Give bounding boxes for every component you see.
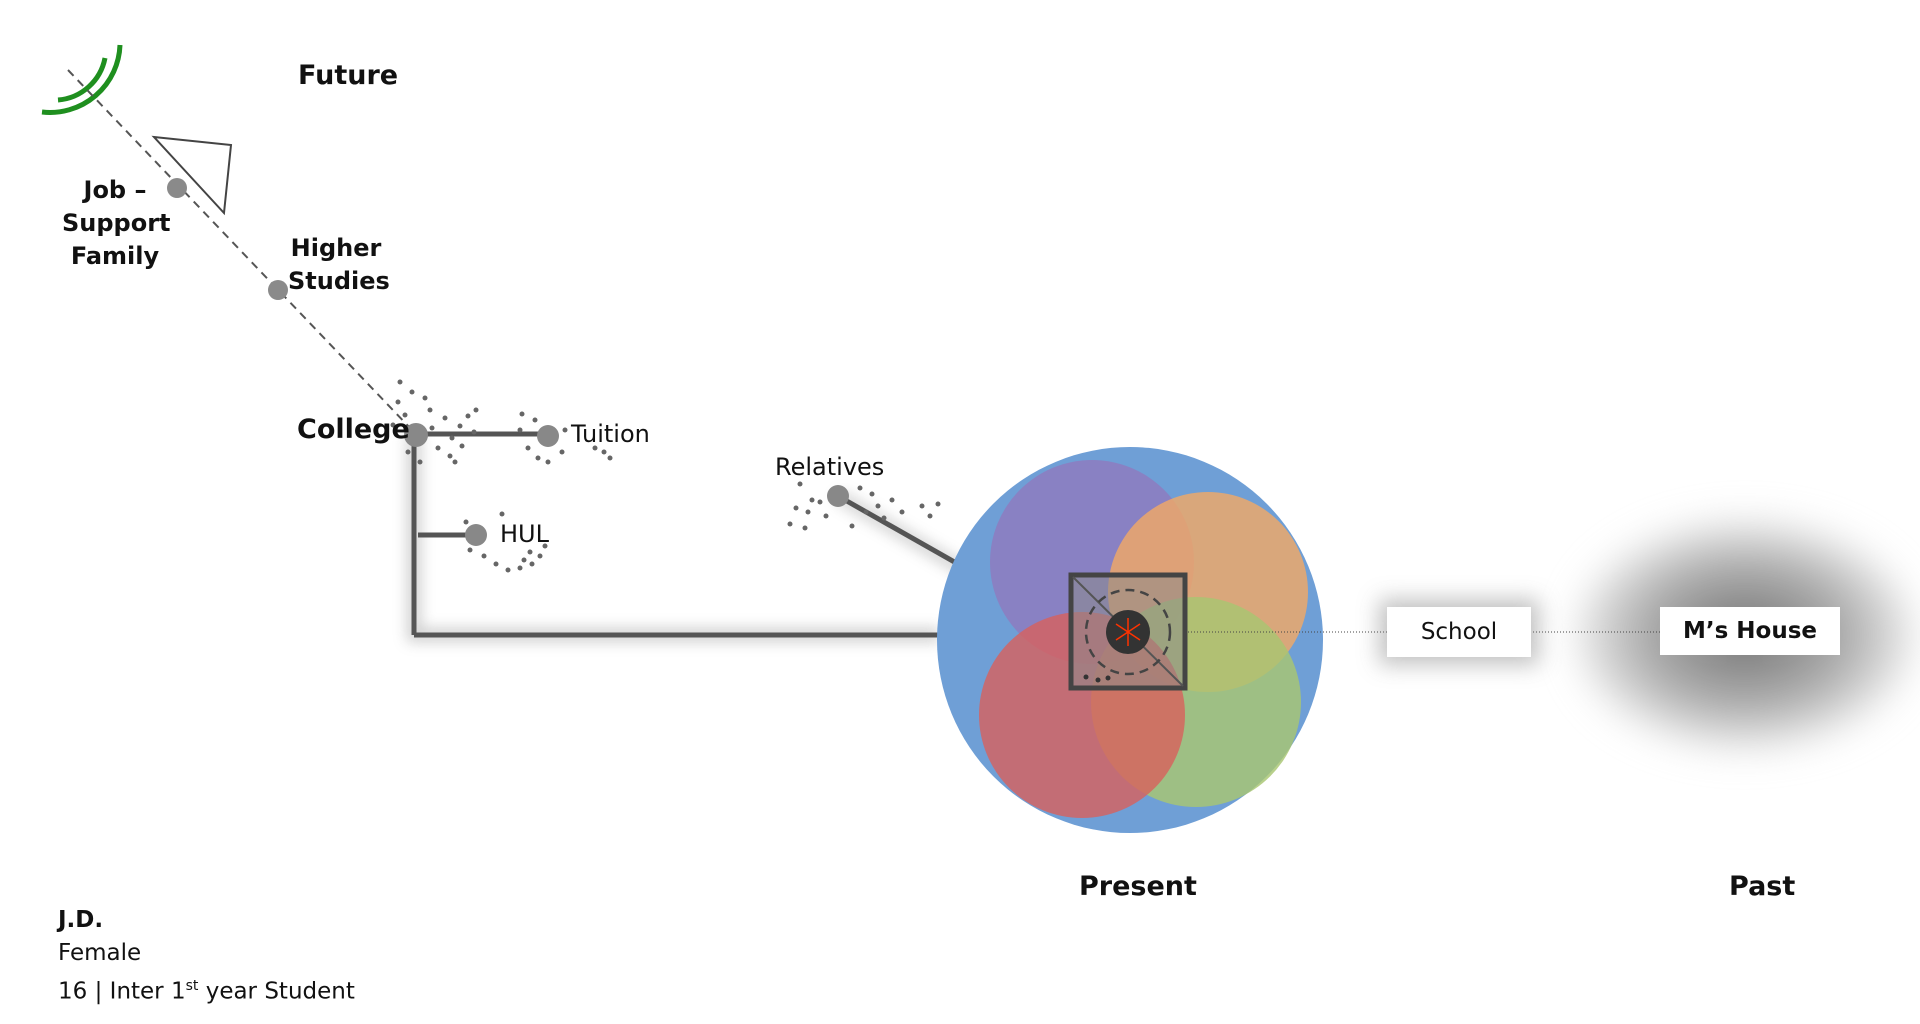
job-label: Job – Support Family	[62, 176, 171, 270]
higher-studies-node	[268, 280, 288, 300]
hul-label: HUL	[500, 520, 549, 548]
college-node	[404, 423, 428, 447]
center-star-icon	[1115, 618, 1141, 646]
triangle-marker	[151, 135, 233, 216]
person-separator: |	[94, 978, 103, 1005]
person-initials: J.D.	[58, 907, 104, 933]
tuition-label: Tuition	[571, 420, 650, 448]
self-dashed-ring	[1084, 588, 1172, 676]
ms-house-box: M’s House	[1660, 607, 1840, 655]
future-label: Future	[298, 60, 399, 91]
school-box: School	[1387, 607, 1531, 657]
relatives-node	[827, 485, 849, 507]
person-age-class: 16 | Inter 1st year Student	[58, 970, 355, 1009]
relatives-label: Relatives	[775, 453, 885, 481]
person-age: 16	[58, 978, 88, 1005]
present-label: Present	[1079, 871, 1197, 902]
green-arcs-icon	[41, 44, 123, 115]
green-arc-outer	[41, 44, 123, 115]
person-gender: Female	[58, 940, 142, 966]
person-info: J.D. Female 16 | Inter 1st year Student	[58, 904, 355, 1009]
self-box	[1068, 572, 1188, 691]
job-node	[167, 178, 187, 198]
green-arc-inner	[57, 57, 108, 103]
person-class-sup: st	[185, 978, 199, 994]
school-box-label: School	[1420, 619, 1498, 645]
ms-house-box-label: M’s House	[1682, 618, 1818, 644]
college-label: College	[297, 414, 410, 445]
past-label: Past	[1729, 871, 1796, 902]
hul-node	[465, 524, 487, 546]
tuition-node	[537, 425, 559, 447]
higher-studies-label: Higher Studies	[288, 234, 390, 295]
person-class-suffix: year Student	[205, 978, 355, 1005]
person-class-prefix: Inter 1	[109, 978, 186, 1005]
